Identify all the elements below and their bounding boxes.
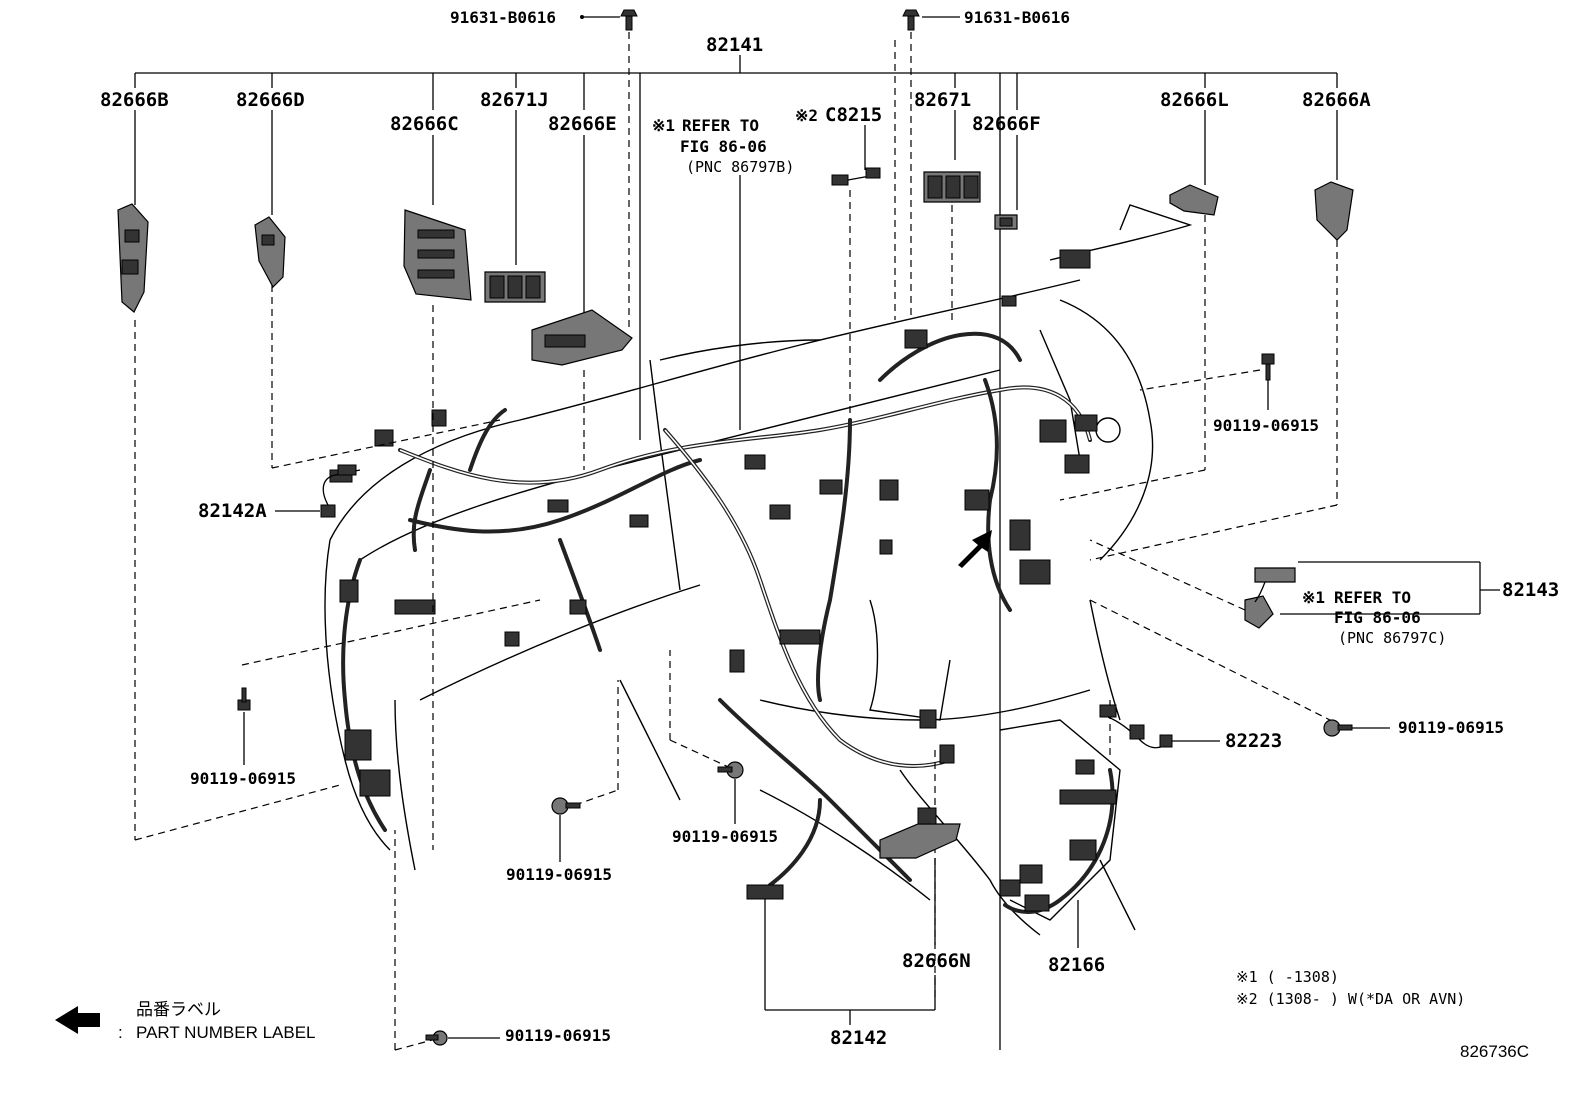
part-82666A-icon xyxy=(1314,181,1354,505)
harness-connectors xyxy=(329,249,1117,912)
clip-left-stem xyxy=(625,15,633,31)
right-note-line1: REFER TO xyxy=(1334,588,1411,607)
part-82666B-icon xyxy=(117,203,149,313)
label-82666N: 82666N xyxy=(902,950,971,972)
clip-right-stem xyxy=(907,15,915,31)
part-number-label-marker-icon xyxy=(958,530,992,568)
right-note-mark: ※1 xyxy=(1302,588,1325,607)
note1-line3: (PNC 86797B) xyxy=(686,158,794,176)
dashed-leaders xyxy=(134,40,1338,1051)
label-clip-left: 91631-B0616 xyxy=(450,8,556,27)
label-82666E: 82666E xyxy=(548,113,617,135)
label-bolt-left: 90119-06915 xyxy=(190,769,296,788)
label-bolt-right-top: 90119-06915 xyxy=(1213,416,1319,435)
label-bolt-right-mid: 90119-06915 xyxy=(1398,718,1504,737)
main-harness xyxy=(341,331,1115,914)
clip-right-group xyxy=(902,9,960,320)
part-82142A-icon xyxy=(275,464,361,518)
label-82671J: 82671J xyxy=(480,89,549,111)
label-82166: 82166 xyxy=(1048,954,1105,976)
part-82671J-icon xyxy=(484,271,546,303)
part-82671-icon xyxy=(923,171,981,320)
part-82666C-icon xyxy=(403,209,472,301)
label-82142: 82142 xyxy=(830,1027,887,1049)
legend-colon: : xyxy=(118,1023,123,1042)
bolt-icon xyxy=(717,761,744,824)
top-bracket xyxy=(134,55,1338,1050)
legend-jp-label: 品番ラベル xyxy=(136,1000,221,1019)
clip-left-group xyxy=(580,9,638,330)
note1-line2: FIG 86-06 xyxy=(680,137,767,156)
label-bolt-center-low: 90119-06915 xyxy=(506,865,612,884)
part-82143-icon xyxy=(1244,561,1500,629)
diagram-id: 826736C xyxy=(1460,1042,1529,1061)
bolt-icon xyxy=(551,797,581,862)
label-bolt-bottom: 90119-06915 xyxy=(505,1026,611,1045)
footnote-1: ※1 ( -1308) xyxy=(1236,968,1339,986)
label-82666A: 82666A xyxy=(1302,89,1371,111)
part-82223-icon xyxy=(1099,704,1220,749)
label-82671: 82671 xyxy=(914,89,971,111)
bolt-icon xyxy=(1323,719,1390,737)
right-note-line3: (PNC 86797C) xyxy=(1338,629,1446,647)
label-clip-right: 91631-B0616 xyxy=(964,8,1070,27)
part-82666E-icon xyxy=(531,309,633,366)
instrument-panel-body xyxy=(324,204,1193,936)
label-82143: 82143 xyxy=(1502,579,1559,601)
legend-arrow-icon xyxy=(55,1006,100,1034)
part-82666D-icon xyxy=(254,216,286,288)
right-note-line2: FIG 86-06 xyxy=(1334,608,1421,627)
label-82666L: 82666L xyxy=(1160,89,1229,111)
bolt-icon xyxy=(1261,353,1275,410)
bolt-icon xyxy=(425,1030,500,1046)
part-82666L-icon xyxy=(1169,184,1219,470)
label-82666C: 82666C xyxy=(390,113,459,135)
part-82142-icon xyxy=(746,884,936,1025)
label-82666F: 82666F xyxy=(972,113,1041,135)
note1-line1: REFER TO xyxy=(682,116,759,135)
footnote-2: ※2 (1308- ) W(*DA OR AVN) xyxy=(1236,990,1465,1008)
bolt-icon xyxy=(237,687,251,765)
clip-right-icon xyxy=(902,9,920,17)
legend-en-label: PART NUMBER LABEL xyxy=(136,1023,316,1042)
note1-mark: ※1 xyxy=(652,116,675,135)
clip-left-icon xyxy=(620,9,638,17)
label-82666D: 82666D xyxy=(236,89,305,111)
part-82666N-icon xyxy=(879,807,961,945)
note2-mark: ※2 xyxy=(795,106,818,125)
part-C8215-icon xyxy=(831,167,881,430)
label-main-harness: 82141 xyxy=(706,34,763,56)
label-bolt-center-mid: 90119-06915 xyxy=(672,827,778,846)
label-82666B: 82666B xyxy=(100,89,169,111)
label-C8215: C8215 xyxy=(825,104,882,126)
label-82142A: 82142A xyxy=(198,500,267,522)
part-82666F-icon xyxy=(994,214,1018,230)
label-82223: 82223 xyxy=(1225,730,1282,752)
